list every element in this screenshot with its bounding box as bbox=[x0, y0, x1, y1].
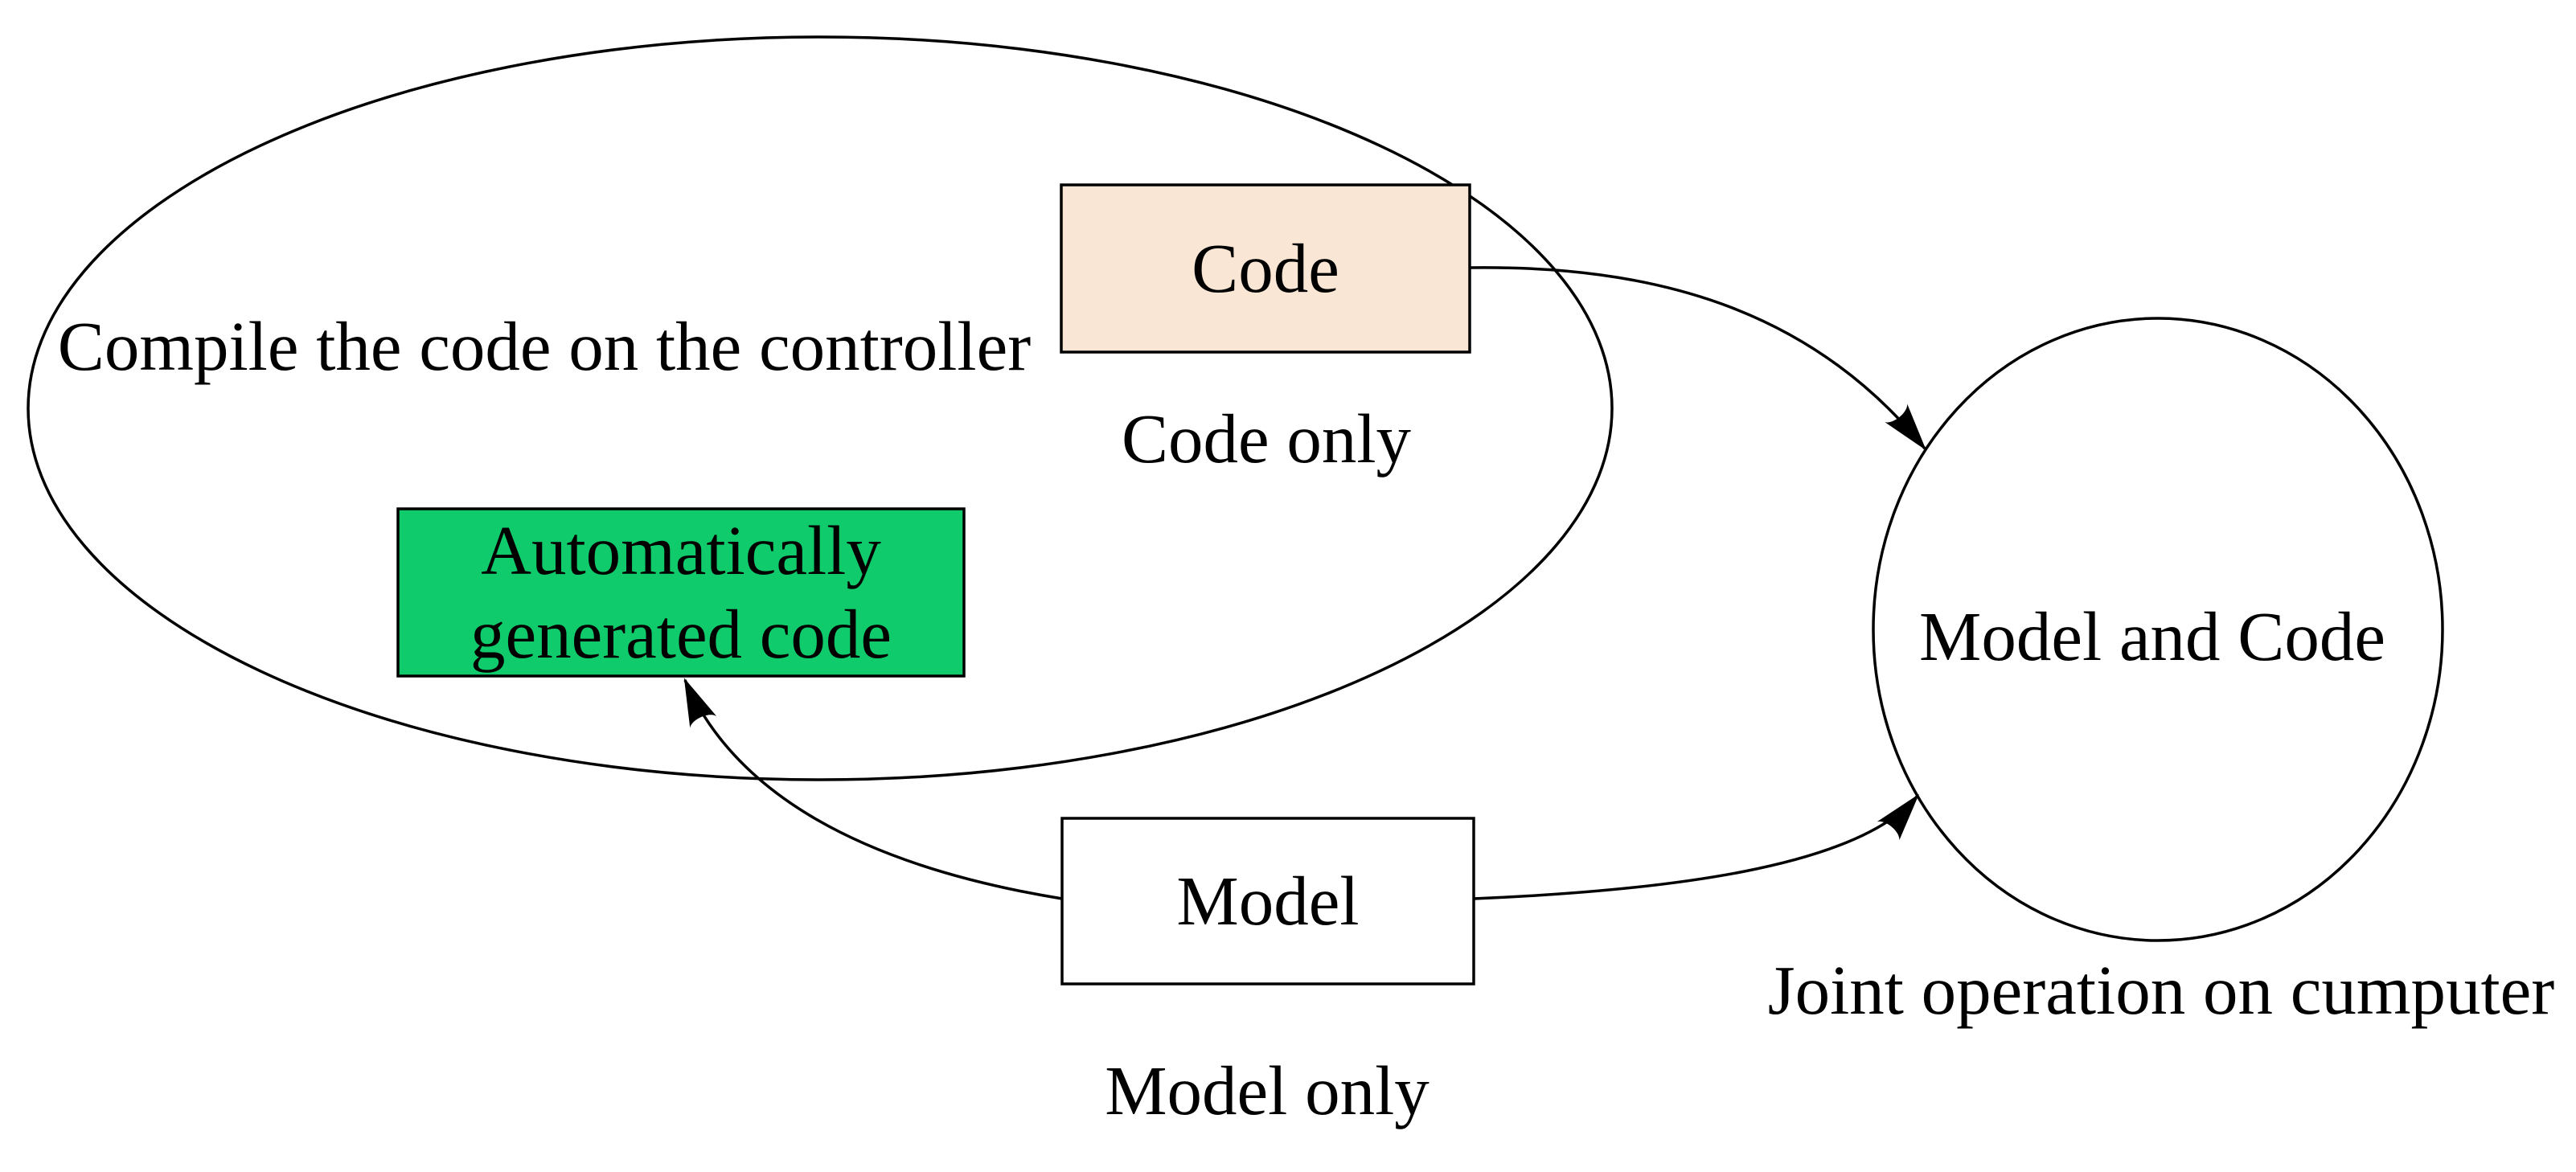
auto-generated-label-line2: generated code bbox=[470, 595, 892, 673]
model-only-caption: Model only bbox=[1105, 1051, 1430, 1129]
auto-generated-label-line1: Automatically bbox=[481, 511, 881, 589]
arrow-code-to-circle bbox=[1469, 266, 1926, 451]
code-box bbox=[1060, 183, 1471, 354]
arrow-model-to-circle bbox=[1473, 793, 1919, 900]
controller-ellipse-label: Compile the code on the controller bbox=[58, 307, 1031, 385]
controller-ellipse bbox=[27, 35, 1614, 781]
model-box-label: Model bbox=[1176, 862, 1359, 940]
joint-circle bbox=[1872, 317, 2444, 942]
model-box bbox=[1060, 817, 1475, 986]
code-only-caption: Code only bbox=[1122, 400, 1412, 477]
joint-circle-caption: Joint operation on cumputer bbox=[1768, 951, 2555, 1029]
auto-generated-code-box bbox=[396, 507, 966, 678]
joint-circle-label: Model and Code bbox=[1919, 597, 2385, 675]
arrow-model-to-generated-code bbox=[683, 678, 1063, 900]
code-box-label: Code bbox=[1192, 229, 1339, 307]
